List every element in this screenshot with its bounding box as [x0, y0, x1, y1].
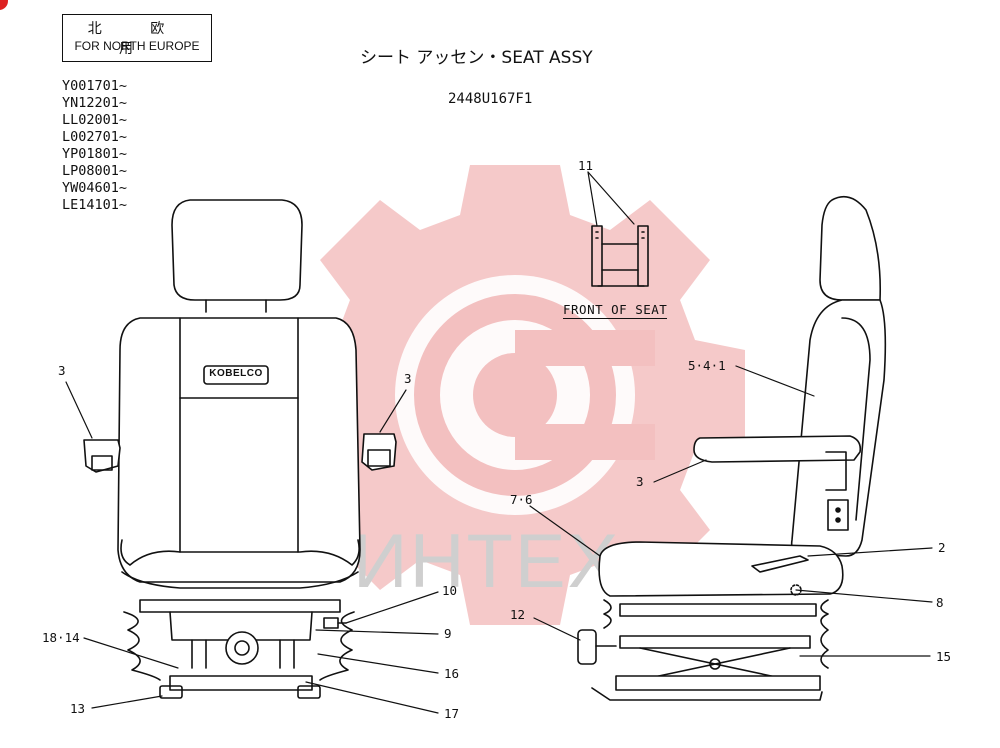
serial-number: L002701~ — [62, 129, 128, 145]
region-label-jp: 北 欧 用 — [87, 21, 187, 57]
region-label-box: 北 欧 用 FOR NORTH EUROPE — [62, 14, 212, 62]
leader-lines — [65, 171, 933, 714]
rear-view-seat — [83, 199, 397, 699]
callout-3-left: 3 — [58, 363, 66, 378]
callout-13: 13 — [70, 701, 86, 716]
callout-18-14: 18·14 — [42, 630, 80, 645]
callout-16: 16 — [444, 666, 460, 681]
region-label-en: FOR NORTH EUROPE — [74, 39, 200, 53]
part-number: 2448U167F1 — [448, 91, 533, 107]
callout-11: 11 — [578, 158, 594, 173]
callout-9: 9 — [444, 626, 452, 641]
backrest-brand-label: KOBELCO — [209, 368, 263, 379]
callout-17: 17 — [444, 706, 460, 721]
callout-10: 10 — [442, 583, 458, 598]
callout-3-back-right: 3 — [404, 371, 412, 386]
serial-number: LE14101~ — [62, 197, 128, 213]
callout-8: 8 — [936, 595, 944, 610]
page-title: シート アッセン・SEAT ASSY — [360, 48, 593, 68]
callout-15: 15 — [936, 649, 952, 664]
callout-12: 12 — [510, 607, 526, 622]
serial-number: YN12201~ — [62, 95, 128, 111]
serial-number: YW04601~ — [62, 180, 128, 196]
corner-mark — [0, 0, 8, 10]
callout-3-side: 3 — [636, 474, 644, 489]
callout-5-4-1: 5·4·1 — [688, 358, 726, 373]
serial-number-list: Y001701~ YN12201~ LL02001~ L002701~ YP01… — [62, 78, 127, 214]
serial-number: YP01801~ — [62, 146, 128, 162]
serial-number: Y001701~ — [62, 78, 128, 94]
serial-number: LP08001~ — [62, 163, 128, 179]
front-of-seat-detail — [591, 225, 649, 287]
serial-number: LL02001~ — [62, 112, 128, 128]
callout-2: 2 — [938, 540, 946, 555]
front-of-seat-label: FRONT OF SEAT — [563, 302, 668, 319]
watermark-text: ИНТЕХ — [353, 519, 621, 604]
side-view-seat — [577, 195, 887, 701]
callout-7-6: 7·6 — [510, 492, 533, 507]
